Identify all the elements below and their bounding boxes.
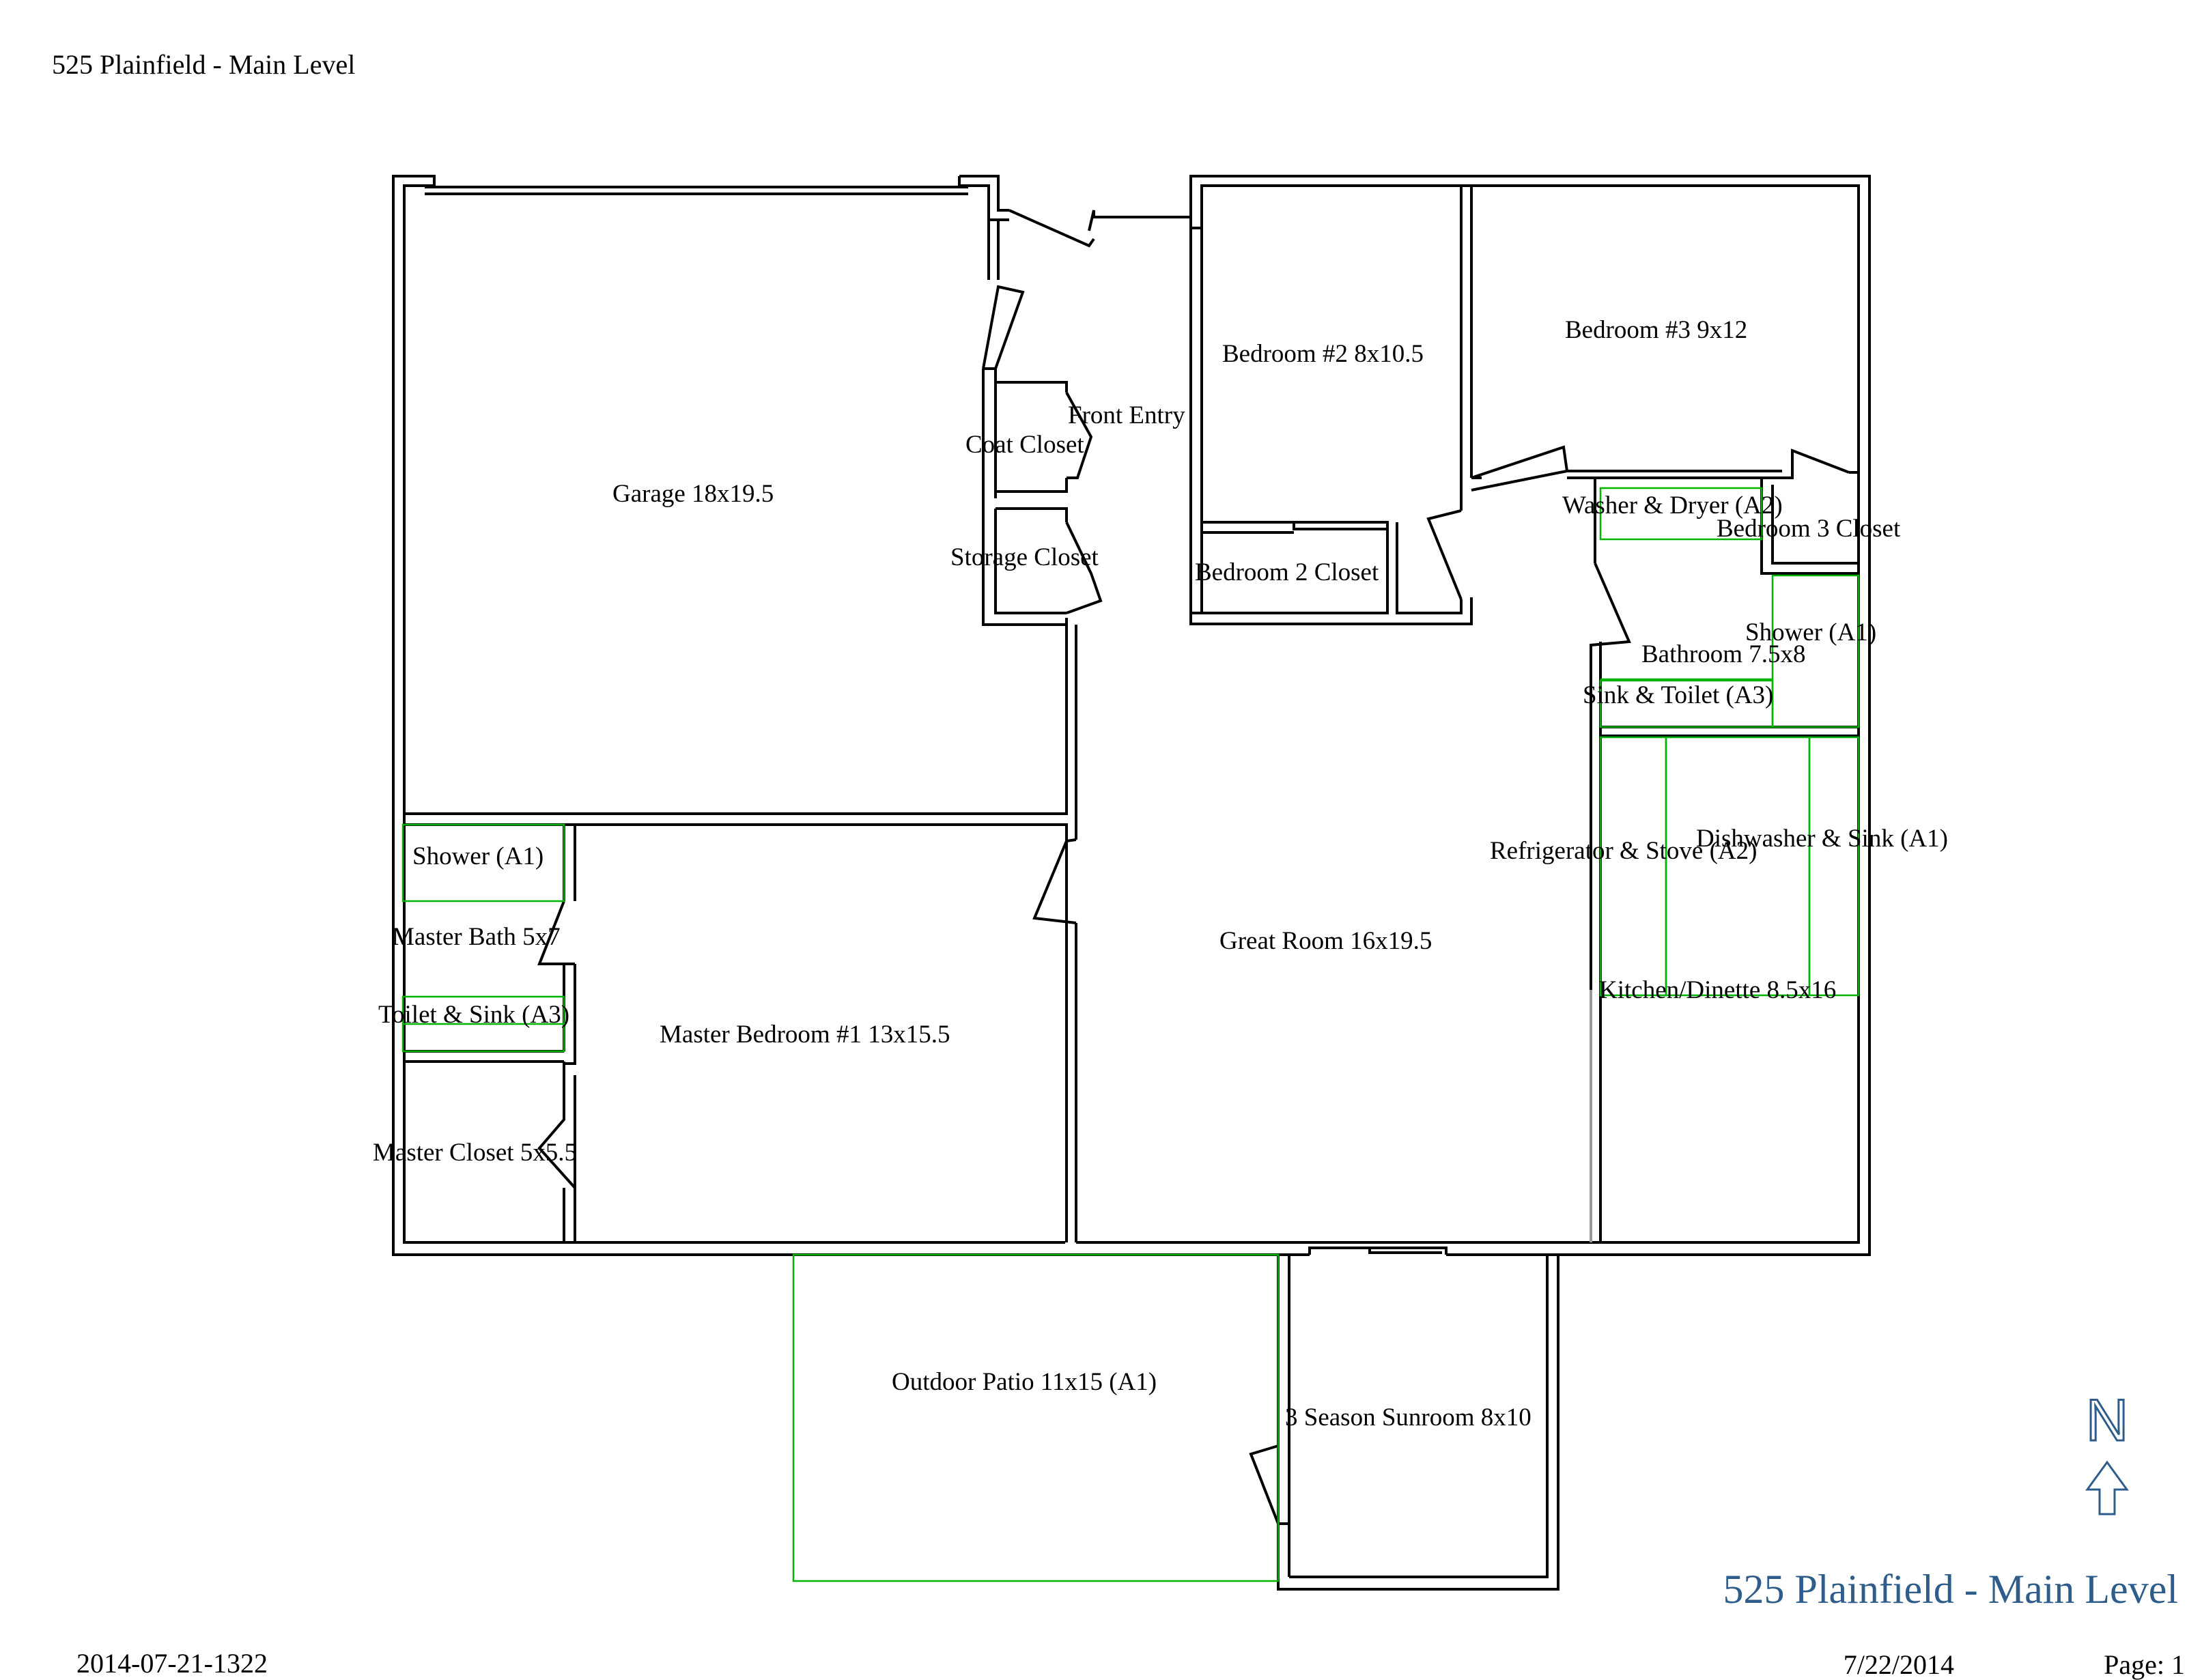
fixtures: [401, 487, 1860, 1582]
master-bath-label: Master Bath 5x7: [392, 923, 561, 951]
dishwasher-sink-label: Dishwasher & Sink (A1): [1696, 825, 1948, 853]
garage-label: Garage 18x19.5: [612, 480, 774, 508]
interior-walls: [404, 186, 1859, 1255]
bathroom-label: Bathroom 7.5x8: [1641, 640, 1805, 668]
kitchen-label: Kitchen/Dinette 8.5x16: [1599, 976, 1836, 1004]
sink-toilet-label: Sink & Toilet (A3): [1583, 681, 1773, 709]
master-bedroom-label: Master Bedroom #1 13x15.5: [660, 1021, 950, 1049]
footer-page: Page: 1: [2104, 1649, 2185, 1680]
coat-closet-label: Coat Closet: [965, 431, 1084, 459]
master-shower-label: Shower (A1): [412, 842, 544, 870]
bedroom2-closet-label: Bedroom 2 Closet: [1195, 558, 1379, 586]
bath-shower: [1771, 574, 1860, 728]
sunroom-label: 3 Season Sunroom 8x10: [1285, 1404, 1531, 1432]
bedroom3-label: Bedroom #3 9x12: [1565, 316, 1747, 344]
north-letter: N: [2086, 1388, 2128, 1453]
bedroom3-closet-label: Bedroom 3 Closet: [1717, 515, 1901, 543]
north-arrow-icon: [2085, 1460, 2129, 1515]
storage-closet-label: Storage Closet: [950, 543, 1099, 571]
footer-date: 7/22/2014: [1844, 1649, 1954, 1680]
fridge-stove-label: Refrigerator & Stove (A2): [1490, 837, 1757, 865]
fridge-stove: [1599, 736, 1667, 997]
front-entry-label: Front Entry: [1068, 401, 1185, 429]
toilet-sink-label: Toilet & Sink (A3): [378, 1001, 569, 1029]
footer-title: 525 Plainfield - Main Level: [1723, 1567, 2178, 1612]
washer-dryer: [1599, 487, 1763, 541]
great-room-label: Great Room 16x19.5: [1219, 927, 1432, 955]
patio-label: Outdoor Patio 11x15 (A1): [892, 1368, 1157, 1396]
patio-outline: [792, 1253, 1280, 1582]
dishwasher-sink: [1808, 736, 1860, 997]
bedroom2-label: Bedroom #2 8x10.5: [1222, 340, 1424, 368]
north-compass: N: [2085, 1387, 2130, 1515]
page-title: 525 Plainfield - Main Level: [52, 49, 355, 80]
footer-id: 2014-07-21-1322: [76, 1648, 268, 1679]
room-labels: Garage 18x19.5 Coat Closet Front Entry S…: [373, 316, 1948, 1432]
master-closet-label: Master Closet 5x5.5: [373, 1139, 577, 1167]
washer-dryer-label: Washer & Dryer (A2): [1562, 492, 1783, 519]
bath-sink-toilet: [1599, 679, 1774, 728]
bath-shower-label: Shower (A1): [1745, 618, 1876, 646]
master-shower: [401, 823, 565, 902]
kitchen-counter: [1665, 736, 1811, 997]
